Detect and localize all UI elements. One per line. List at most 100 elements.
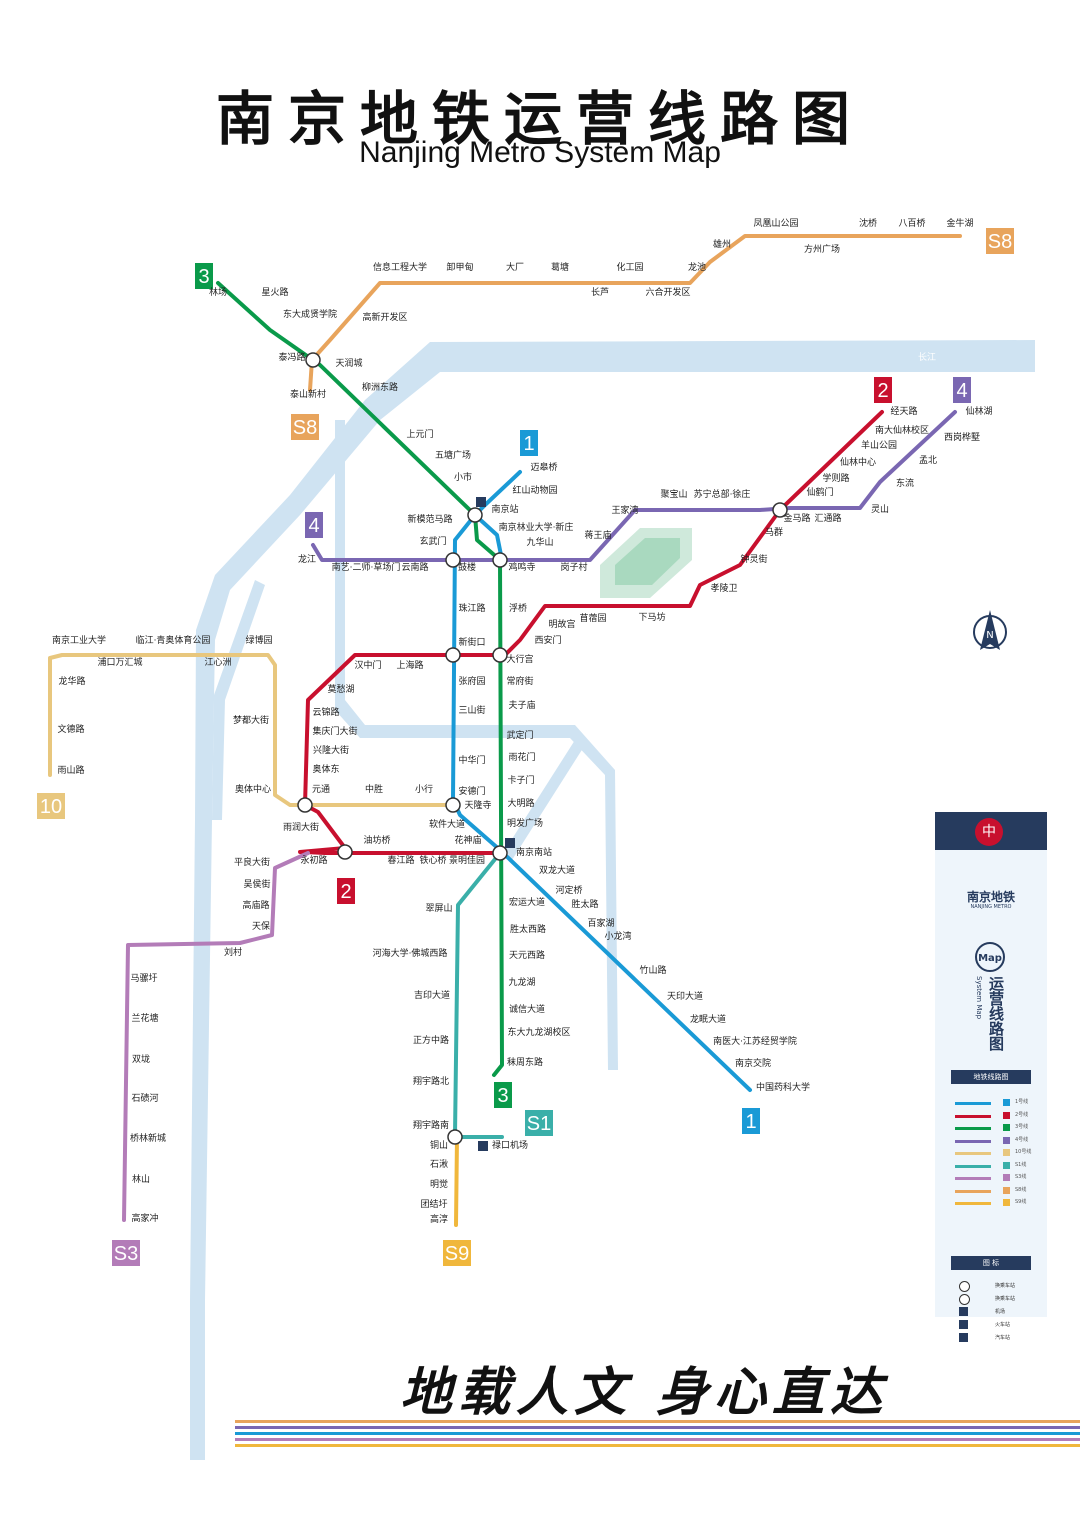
line-badge-s3 bbox=[112, 1240, 140, 1266]
legend-row: S1线 bbox=[955, 1161, 1035, 1171]
station-label: 翔宇路北 bbox=[413, 1075, 449, 1087]
station-label: 林场 bbox=[209, 286, 227, 298]
interchange-station-5 bbox=[492, 647, 508, 663]
north-arrow-pointer bbox=[980, 610, 1000, 650]
legend-number-swatch bbox=[1003, 1149, 1010, 1156]
info-panel: 中 南京地铁 NANJING METRO Map 运营线路图 System Ma… bbox=[935, 812, 1047, 1342]
legend-row: S3线 bbox=[955, 1173, 1035, 1183]
station-label: 八百桥 bbox=[898, 217, 925, 229]
legend-line-swatch bbox=[955, 1164, 991, 1168]
station-label: 南京交院 bbox=[735, 1057, 771, 1069]
station-label: 九龙湖 bbox=[508, 976, 535, 988]
symbol-heading: 图 标 bbox=[951, 1256, 1031, 1270]
symbol-row: 换乘车站 bbox=[959, 1293, 1039, 1305]
station-label: 南京站 bbox=[491, 503, 518, 515]
station-label: 上海路 bbox=[396, 659, 423, 671]
symbol-label: 汽车站 bbox=[995, 1335, 1011, 1341]
station-label: 胜太西路 bbox=[510, 923, 546, 935]
station-label: 油坊桥 bbox=[363, 834, 390, 846]
legend-number-swatch bbox=[1003, 1174, 1010, 1181]
station-label: 胜太路 bbox=[571, 898, 598, 910]
station-label: 中胜 bbox=[365, 783, 383, 795]
station-label: 春江路 bbox=[387, 854, 414, 866]
line-badge-l4 bbox=[305, 512, 323, 538]
station-label: 南医大·江苏经贸学院 bbox=[713, 1035, 797, 1047]
north-arrow-letter: N bbox=[986, 630, 993, 641]
legend-label: S8线 bbox=[1015, 1186, 1027, 1193]
station-label: 岗子村 bbox=[560, 561, 587, 573]
footer-stripes bbox=[235, 1420, 1080, 1450]
station-label: 石碛河 bbox=[131, 1092, 158, 1104]
station-label: 吴侯街 bbox=[243, 878, 270, 890]
station-label: 诚信大道 bbox=[509, 1003, 545, 1015]
legend-label: 3号线 bbox=[1015, 1124, 1029, 1130]
legend-row: 1号线 bbox=[955, 1098, 1035, 1108]
station-label: 高家冲 bbox=[131, 1212, 158, 1224]
legend-label: S9线 bbox=[1015, 1199, 1027, 1205]
interchange-station-4 bbox=[445, 647, 461, 663]
line-s3 bbox=[122, 851, 310, 1222]
station-label: 马骡圩 bbox=[130, 972, 157, 984]
legend-number-swatch bbox=[1003, 1199, 1010, 1206]
line-badge-label: 1 bbox=[523, 433, 534, 455]
station-label: 上元门 bbox=[406, 428, 433, 440]
line-badge-l1 bbox=[742, 1108, 760, 1134]
station-label: 珠江路 bbox=[458, 602, 485, 614]
station-label: 六合开发区 bbox=[645, 286, 690, 298]
station-label: 高庙路 bbox=[242, 899, 269, 911]
station-label: 刘村 bbox=[224, 946, 242, 958]
station-label: 元通 bbox=[312, 784, 330, 795]
legend-line-swatch bbox=[955, 1152, 991, 1155]
jiajiang-river bbox=[212, 580, 265, 820]
station-label: 铁心桥 bbox=[419, 854, 446, 866]
station-label: 孝陵卫 bbox=[710, 583, 737, 594]
station-label: 化工园 bbox=[616, 261, 643, 273]
station-label: 大行宫 bbox=[506, 653, 533, 665]
station-label: 张府园 bbox=[458, 675, 485, 687]
station-label: 苜蓿园 bbox=[579, 612, 606, 624]
station-label: 东大成贤学院 bbox=[283, 308, 337, 320]
legend-number-swatch bbox=[1003, 1124, 1010, 1131]
station-label: 正方中路 bbox=[413, 1034, 449, 1046]
station-label: 葛塘 bbox=[551, 261, 569, 273]
station-label: 聚宝山 bbox=[660, 488, 687, 500]
legend-number-swatch bbox=[1003, 1099, 1010, 1106]
legend-line-swatch bbox=[955, 1102, 991, 1105]
station-label: 雨润大街 bbox=[283, 821, 319, 833]
station-label: 仙林湖 bbox=[965, 405, 992, 417]
line-badge-label: 2 bbox=[340, 881, 351, 903]
station-label: 天印大道 bbox=[667, 990, 703, 1002]
station-label: 信息工程大学 bbox=[373, 261, 427, 273]
station-label: 林山 bbox=[132, 1173, 150, 1185]
station-label: 大厂 bbox=[506, 261, 524, 273]
airport-icon bbox=[478, 1141, 488, 1151]
legend-line-swatch bbox=[955, 1177, 991, 1180]
line-badge-label: 2 bbox=[877, 380, 888, 402]
line-badge-label: S8 bbox=[988, 231, 1012, 253]
page-subtitle: Nanjing Metro System Map bbox=[359, 136, 721, 169]
station-label: 东大九龙湖校区 bbox=[507, 1026, 570, 1038]
airport-icon bbox=[959, 1307, 968, 1316]
interchange-station-1 bbox=[305, 352, 321, 368]
station-label: 九华山 bbox=[526, 536, 553, 548]
line-badge-s8 bbox=[291, 414, 319, 440]
interchange-station-7 bbox=[445, 797, 461, 813]
station-label: 沈桥 bbox=[859, 217, 877, 229]
legend-heading: 地铁线路图 bbox=[951, 1070, 1031, 1084]
station-label: 雄州 bbox=[713, 238, 731, 250]
station-label: 西安门 bbox=[534, 634, 561, 646]
station-label: 禄口机场 bbox=[492, 1139, 528, 1151]
interchange-station-11 bbox=[447, 1129, 463, 1145]
station-label: 云南路 bbox=[401, 561, 428, 573]
nanjing-metro-logo-icon: 中 bbox=[975, 818, 1003, 846]
legend-label: S3线 bbox=[1015, 1174, 1027, 1180]
station-label: 红山动物园 bbox=[512, 484, 557, 496]
station-label: 泰山新村 bbox=[290, 388, 326, 400]
station-label: 浦口万汇城 bbox=[97, 656, 142, 668]
legend-label: 2号线 bbox=[1015, 1111, 1029, 1118]
station-label: 钟灵街 bbox=[740, 553, 767, 565]
legend-number-swatch bbox=[1003, 1161, 1010, 1169]
station-label: 龙华路 bbox=[58, 675, 85, 687]
north-arrow-icon: N bbox=[973, 610, 1007, 650]
legend-line-swatch bbox=[955, 1127, 991, 1130]
